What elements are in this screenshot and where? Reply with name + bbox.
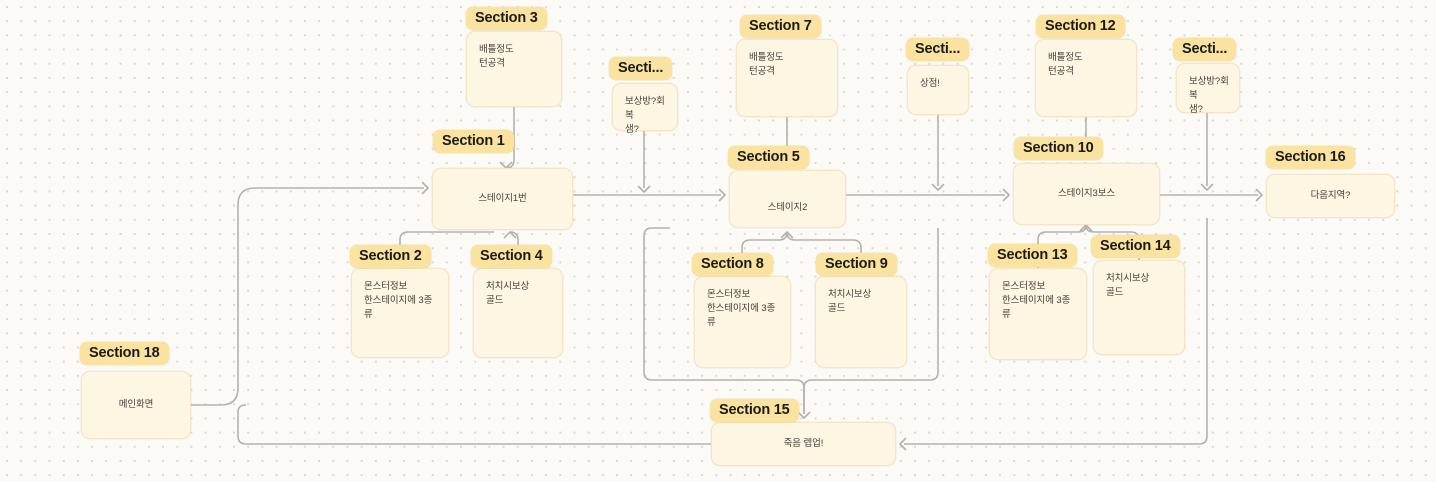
- section-label-s4[interactable]: Section 4: [471, 245, 552, 268]
- arrowhead-s10-to-s16: [1255, 188, 1263, 202]
- section-label-sc[interactable]: Secti...: [1173, 38, 1237, 61]
- node-text-s15: 죽음 렙업!: [783, 438, 824, 449]
- arrowhead-sc-to-row: [1200, 183, 1214, 191]
- section-label-s8[interactable]: Section 8: [692, 253, 773, 276]
- arrowhead-sb-to-row: [931, 183, 945, 191]
- node-s14[interactable]: 처치시보상 골드: [1093, 260, 1185, 355]
- section-label-s1[interactable]: Section 1: [433, 130, 514, 153]
- node-s13[interactable]: 몬스터정보 한스테이지에 3종 류: [989, 268, 1087, 360]
- arrowhead-s8-to-s5: [780, 231, 794, 239]
- node-s8[interactable]: 몬스터정보 한스테이지에 3종 류: [694, 276, 791, 368]
- section-label-sa[interactable]: Secti...: [609, 57, 673, 80]
- section-label-s13[interactable]: Section 13: [988, 244, 1077, 267]
- node-text-s9: 처치시보상 골드: [828, 289, 872, 314]
- node-text-s3: 배틀정도 턴공격: [479, 44, 514, 69]
- section-label-sb[interactable]: Secti...: [906, 38, 970, 61]
- node-s3[interactable]: 배틀정도 턴공격: [466, 31, 562, 107]
- arrowhead-s5-to-s15: [797, 411, 811, 419]
- node-s16[interactable]: 다음지역?: [1266, 174, 1395, 218]
- node-sa[interactable]: 보상방?회복 샘?: [612, 83, 678, 135]
- section-label-s9[interactable]: Section 9: [816, 253, 897, 276]
- arrowhead-s16-to-s15: [899, 437, 907, 451]
- node-s7[interactable]: 배틀정도 턴공격: [736, 39, 838, 117]
- section-label-s5[interactable]: Section 5: [728, 146, 809, 169]
- node-s5[interactable]: 스테이지2: [729, 170, 846, 228]
- section-label-s18[interactable]: Section 18: [80, 342, 169, 365]
- node-text-s1: 스테이지1번: [478, 193, 527, 204]
- arrowhead-s5-to-s10: [1002, 188, 1010, 202]
- node-text-s12: 배틀정도 턴공격: [1048, 52, 1083, 77]
- node-text-s18: 메인화면: [118, 399, 154, 410]
- arrowhead-s1-to-s5: [718, 188, 726, 202]
- node-s12[interactable]: 배틀정도 턴공격: [1035, 39, 1137, 117]
- node-text-s13: 몬스터정보 한스테이지에 3종 류: [1002, 281, 1071, 320]
- node-text-s10: 스테이지3보스: [1057, 188, 1116, 199]
- node-sc[interactable]: 보상방?회복 샘?: [1176, 63, 1240, 115]
- section-label-s16[interactable]: Section 16: [1266, 146, 1355, 169]
- arrowhead-s18-to-s1: [421, 181, 429, 195]
- node-text-s7: 배틀정도 턴공격: [749, 52, 784, 77]
- node-s4[interactable]: 처치시보상 골드: [473, 268, 563, 358]
- node-s1[interactable]: 스테이지1번: [432, 168, 573, 230]
- section-label-s10[interactable]: Section 10: [1014, 137, 1103, 160]
- section-label-s7[interactable]: Section 7: [740, 15, 821, 38]
- section-label-s14[interactable]: Section 14: [1091, 235, 1180, 258]
- node-text-s2: 몬스터정보 한스테이지에 3종 류: [364, 281, 433, 320]
- node-text-s16: 다음지역?: [1310, 190, 1351, 201]
- node-text-s4: 처치시보상 골드: [486, 281, 530, 306]
- node-sb[interactable]: 상점!: [907, 65, 969, 115]
- node-s18[interactable]: 메인화면: [81, 371, 191, 439]
- section-label-s15[interactable]: Section 15: [710, 399, 799, 422]
- node-text-s8: 몬스터정보 한스테이지에 3종 류: [707, 289, 776, 328]
- section-label-s3[interactable]: Section 3: [466, 7, 547, 30]
- node-s9[interactable]: 처치시보상 골드: [815, 276, 907, 368]
- section-label-s12[interactable]: Section 12: [1036, 15, 1125, 38]
- node-s15[interactable]: 죽음 렙업!: [711, 422, 896, 466]
- node-s2[interactable]: 몬스터정보 한스테이지에 3종 류: [351, 268, 449, 358]
- arrowhead-sa-to-row: [637, 185, 651, 193]
- node-s10[interactable]: 스테이지3보스: [1013, 163, 1160, 225]
- edge-s15-to-s18[interactable]: [237, 404, 711, 445]
- node-text-sa: 보상방?회복 샘?: [625, 96, 665, 135]
- arrowhead-s13-to-s10: [1079, 224, 1093, 232]
- node-text-s14: 처치시보상 골드: [1106, 273, 1150, 298]
- node-text-sc: 보상방?회복 샘?: [1189, 76, 1229, 115]
- section-label-s2[interactable]: Section 2: [350, 245, 431, 268]
- node-text-sb: 상점!: [920, 78, 940, 89]
- node-text-s5: 스테이지2: [767, 202, 808, 213]
- arrowhead-s4-to-s1: [503, 231, 517, 239]
